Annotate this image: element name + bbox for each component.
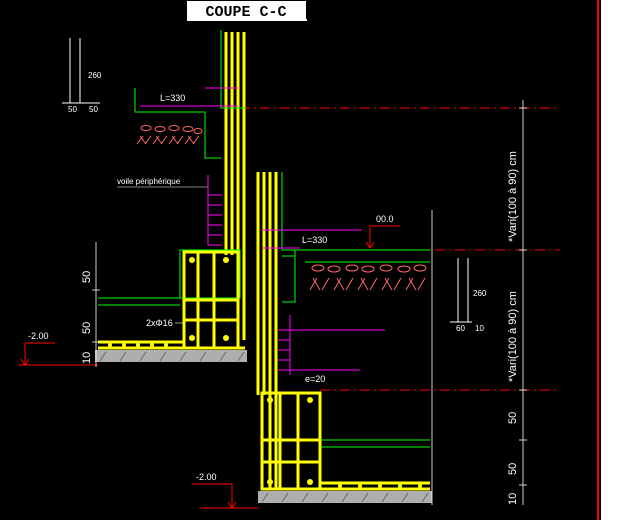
length-label-lower: L=330	[302, 235, 327, 245]
upper-outlines	[98, 30, 245, 306]
backfill-lower	[309, 264, 427, 291]
detail-right-base-b: 10	[475, 324, 484, 333]
upper-footing	[98, 250, 245, 350]
detail-left-base-a: 50	[68, 105, 77, 114]
detail-right-base-a: 60	[456, 324, 465, 333]
footing-bars-lower	[267, 397, 422, 488]
length-label-upper: L=330	[160, 93, 185, 103]
dim-left-1: 50	[81, 271, 93, 283]
detail-right-height: 260	[473, 289, 487, 298]
dim-left-2: 50	[81, 322, 93, 334]
dim-right-2: 50	[507, 463, 519, 475]
backfill-upper	[136, 122, 203, 146]
dimension-chain-left	[92, 242, 100, 367]
level-label-left: -2.00	[28, 331, 49, 341]
drawing-background	[0, 0, 601, 520]
dimension-lines-right	[431, 100, 527, 505]
detail-left-height: 260	[88, 71, 102, 80]
section-title: COUPE C-C	[205, 4, 286, 21]
detail-left-base-b: 50	[89, 105, 98, 114]
var-label-upper: *Vari(100 à 90) cm	[507, 151, 519, 242]
lean-concrete-hatch-upper	[99, 351, 245, 362]
level-marker-left: -2.00	[18, 331, 98, 366]
footing-bars-upper	[108, 257, 229, 347]
level-marker-bottom: -2.00	[192, 472, 258, 509]
spacing-label: e=20	[305, 374, 325, 384]
dim-left-3: 10	[81, 352, 93, 364]
var-label-lower: *Vari(100 à 90) cm	[507, 291, 519, 382]
wall-ties-lower	[278, 315, 385, 375]
level-label-bottom: -2.00	[196, 472, 217, 482]
peripheral-wall-label: voile périphérique	[117, 177, 181, 186]
dim-right-1: 50	[507, 412, 519, 424]
lower-footing	[260, 391, 430, 491]
detail-right: 260 60 10	[450, 258, 487, 333]
level-label-upper: 00.0	[376, 214, 394, 224]
lower-outlines	[281, 172, 430, 448]
lower-wall	[256, 172, 278, 490]
lean-concrete-upper	[95, 350, 247, 362]
dim-right-3: 10	[507, 493, 519, 505]
lean-concrete-hatch-lower	[261, 492, 429, 503]
level-marker-upper: 00.0	[365, 214, 400, 249]
wall-ties-upper	[207, 175, 222, 246]
detail-left: 260 50 50	[62, 38, 102, 114]
bars-label: 2xΦ16	[146, 318, 173, 328]
